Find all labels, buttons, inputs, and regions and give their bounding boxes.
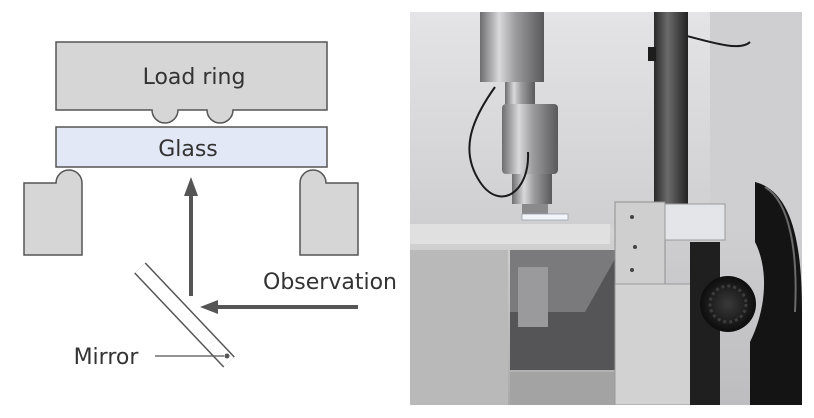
load-ring-label: Load ring — [143, 65, 246, 90]
upward-arrow-icon — [184, 177, 198, 296]
observation-label: Observation — [263, 270, 397, 295]
schematic-diagram: Load ring Glass Observation Mirror — [23, 41, 397, 370]
right-support — [299, 169, 359, 256]
mirror — [134, 262, 235, 368]
load-ring — [55, 41, 328, 124]
glass-plate — [55, 126, 328, 168]
glass-label: Glass — [158, 137, 218, 162]
left-support — [23, 169, 83, 256]
mirror-label: Mirror — [74, 345, 140, 370]
observation-arrow-icon — [200, 300, 358, 314]
test-setup-photo — [410, 12, 802, 405]
